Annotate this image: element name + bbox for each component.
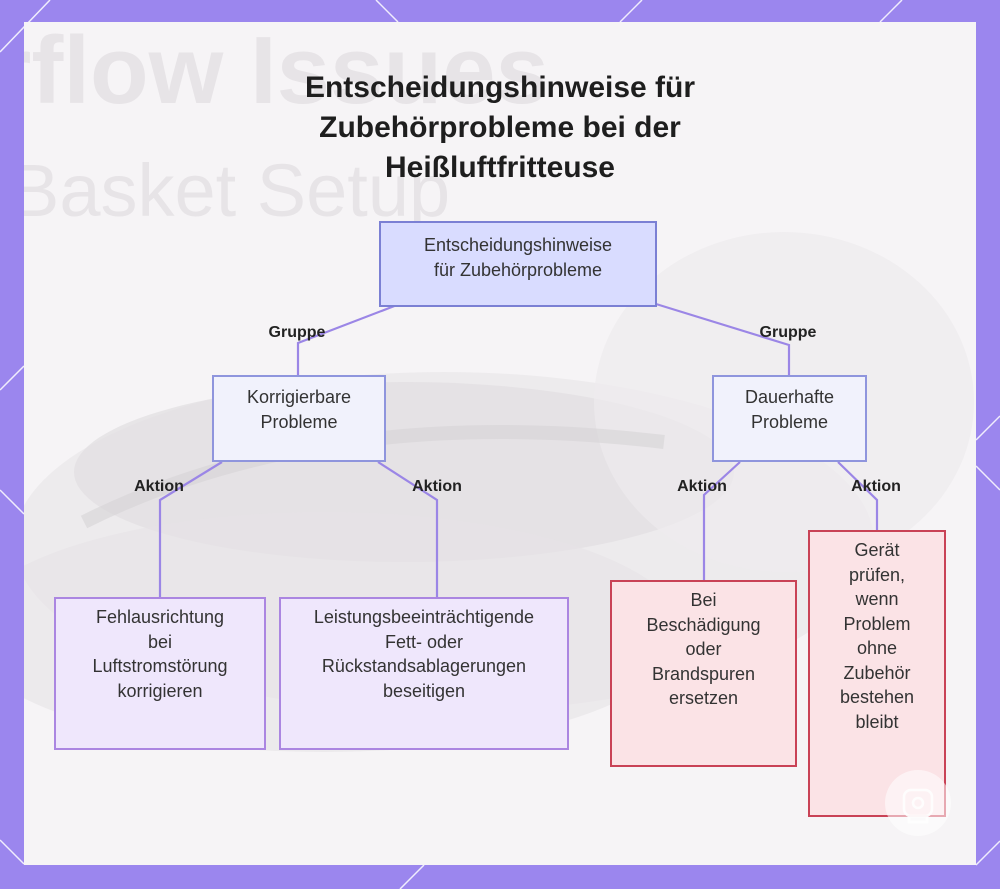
edge-label-action-3: Aktion	[677, 478, 727, 495]
edge-label-action-4: Aktion	[851, 478, 901, 495]
edge-label-action-1: Aktion	[134, 478, 184, 495]
background-text-line-2: Basket Setup	[24, 149, 451, 232]
node-permanent-problems: Dauerhafte Probleme	[712, 375, 867, 462]
node-misalignment-label: Fehlausrichtung bei Luftstromstörung kor…	[92, 607, 228, 701]
diagram-title: Entscheidungshinweise für Zubehörproblem…	[304, 71, 696, 184]
node-root: Entscheidungshinweise für Zubehörproblem…	[379, 221, 657, 307]
edge-root-correctable	[296, 303, 398, 375]
edge-root-permanent	[655, 302, 791, 375]
node-check-device-label: Gerät prüfen, wenn Problem ohne Zubehör …	[839, 540, 915, 732]
edge-permanent-damage	[702, 461, 741, 580]
node-correctable-problems: Korrigierbare Probleme	[212, 375, 386, 462]
node-residue-label: Leistungsbeeinträchtigende Fett- oder Rü…	[313, 607, 535, 701]
edge-correctable-residue	[377, 461, 439, 597]
edge-correctable-misalignment	[158, 461, 223, 597]
edge-label-action-2: Aktion	[412, 478, 462, 495]
node-correctable-label: Korrigierbare Probleme	[246, 387, 352, 432]
node-damage: Bei Beschädigung oder Brandspuren ersetz…	[610, 580, 797, 767]
node-residue: Leistungsbeeinträchtigende Fett- oder Rü…	[279, 597, 569, 750]
background-text-line-1: rflow Issues	[24, 22, 549, 124]
node-root-label: Entscheidungshinweise für Zubehörproblem…	[423, 235, 613, 280]
edge-label-group-left: Gruppe	[268, 324, 326, 341]
node-permanent-label: Dauerhafte Probleme	[744, 387, 835, 432]
node-misalignment: Fehlausrichtung bei Luftstromstörung kor…	[54, 597, 266, 750]
brand-logo-icon	[885, 770, 951, 836]
node-check-device: Gerät prüfen, wenn Problem ohne Zubehör …	[808, 530, 946, 817]
edge-permanent-check	[837, 461, 879, 530]
edge-label-group-right: Gruppe	[759, 324, 817, 341]
node-damage-label: Bei Beschädigung oder Brandspuren ersetz…	[646, 590, 761, 708]
